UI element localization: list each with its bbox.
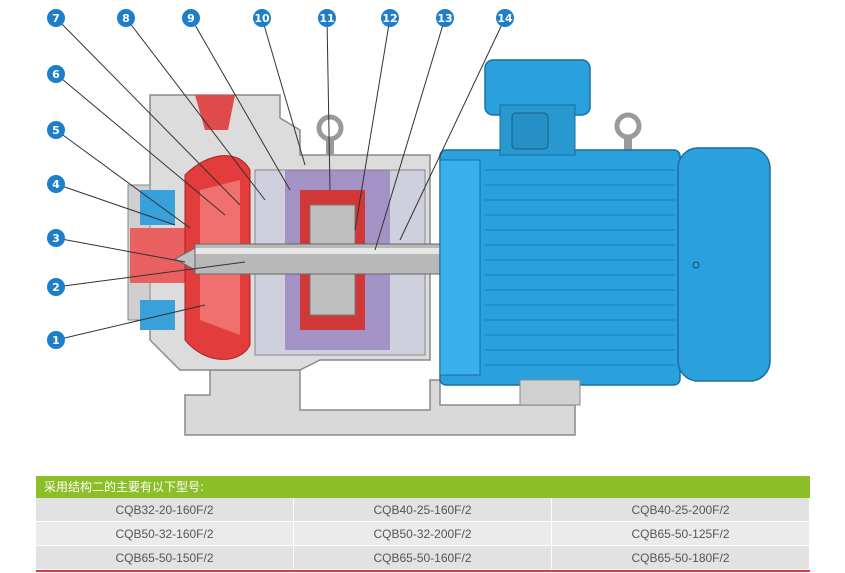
svg-text:14: 14 bbox=[497, 12, 513, 25]
svg-text:3: 3 bbox=[52, 232, 60, 245]
shaft-highlight bbox=[195, 248, 440, 254]
callout-1: 1 bbox=[47, 331, 65, 349]
motor-fan-cover bbox=[677, 147, 771, 382]
svg-text:10: 10 bbox=[254, 12, 270, 25]
svg-text:4: 4 bbox=[52, 178, 60, 191]
callout-11: 11 bbox=[318, 9, 336, 27]
callout-2: 2 bbox=[47, 278, 65, 296]
callout-9: 9 bbox=[182, 9, 200, 27]
callout-7: 7 bbox=[47, 9, 65, 27]
model-cell: CQB50-32-160F/2 bbox=[36, 522, 294, 546]
suction-inlet-lower bbox=[140, 300, 175, 330]
callout-10: 10 bbox=[253, 9, 271, 27]
svg-text:5: 5 bbox=[52, 124, 60, 137]
callout-4: 4 bbox=[47, 175, 65, 193]
callout-leader-lines bbox=[55, 17, 506, 341]
callout-13: 13 bbox=[436, 9, 454, 27]
callout-6: 6 bbox=[47, 65, 65, 83]
callout-8: 8 bbox=[117, 9, 135, 27]
model-cell: CQB50-32-200F/2 bbox=[294, 522, 552, 546]
motor-fan-cover-bolt bbox=[692, 261, 700, 269]
svg-text:1: 1 bbox=[52, 334, 60, 347]
svg-text:6: 6 bbox=[52, 68, 60, 81]
model-cell: CQB65-50-160F/2 bbox=[294, 546, 552, 570]
eye-bolt-pump bbox=[316, 114, 344, 142]
svg-text:2: 2 bbox=[52, 281, 60, 294]
svg-text:7: 7 bbox=[52, 12, 60, 25]
table-header: 采用结构二的主要有以下型号: bbox=[36, 476, 810, 498]
eye-bolt-pump-stem bbox=[326, 138, 334, 155]
svg-text:11: 11 bbox=[319, 12, 334, 25]
svg-text:12: 12 bbox=[382, 12, 397, 25]
motor-cable-gland bbox=[511, 112, 549, 150]
svg-text:8: 8 bbox=[122, 12, 130, 25]
model-cell: CQB65-50-150F/2 bbox=[36, 546, 294, 570]
eye-bolt-motor-stem bbox=[624, 136, 632, 150]
eye-bolt-motor bbox=[614, 112, 642, 140]
callout-12: 12 bbox=[381, 9, 399, 27]
model-grid: CQB32-20-160F/2 CQB40-25-160F/2 CQB40-25… bbox=[36, 498, 810, 570]
model-cell: CQB65-50-125F/2 bbox=[552, 522, 810, 546]
pump-cross-section-diagram: 7 8 9 10 11 12 13 14 6 5 4 3 2 1 bbox=[47, 9, 771, 436]
callout-3: 3 bbox=[47, 229, 65, 247]
svg-text:9: 9 bbox=[187, 12, 195, 25]
table-bottom-rule bbox=[36, 570, 810, 572]
pump-base-foot bbox=[184, 369, 576, 436]
callout-5: 5 bbox=[47, 121, 65, 139]
model-cell: CQB65-50-180F/2 bbox=[552, 546, 810, 570]
svg-text:13: 13 bbox=[437, 12, 452, 25]
model-cell: CQB32-20-160F/2 bbox=[36, 498, 294, 522]
motor-flange bbox=[439, 159, 481, 376]
model-cell: CQB40-25-160F/2 bbox=[294, 498, 552, 522]
model-table: 采用结构二的主要有以下型号: CQB32-20-160F/2 CQB40-25-… bbox=[36, 476, 810, 572]
callout-14: 14 bbox=[496, 9, 514, 27]
shaft-nut bbox=[173, 247, 196, 271]
model-cell: CQB40-25-200F/2 bbox=[552, 498, 810, 522]
motor-foot bbox=[519, 379, 581, 406]
motor-cooling-fins bbox=[485, 169, 675, 366]
